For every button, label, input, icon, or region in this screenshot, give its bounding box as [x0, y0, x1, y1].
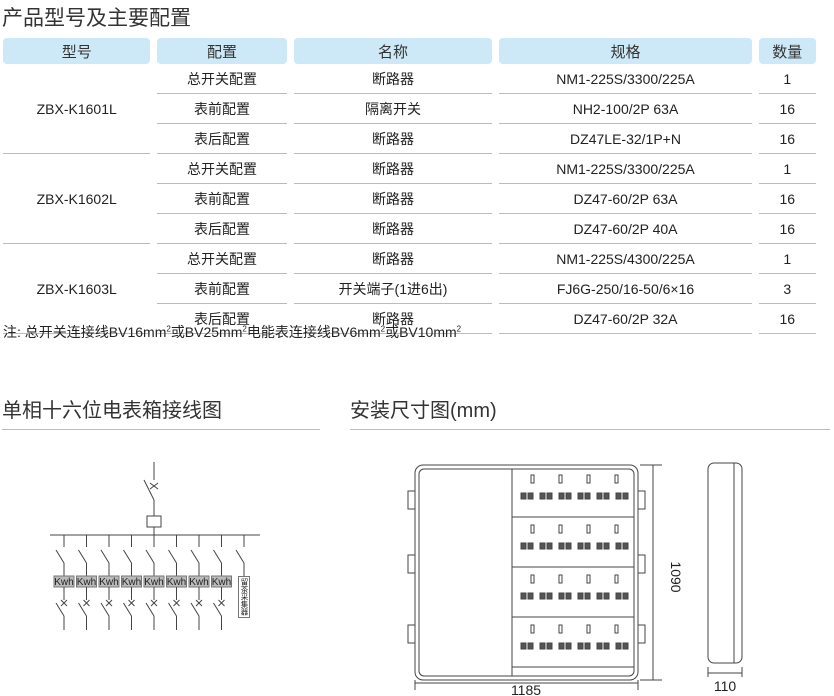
column-header: 配置: [157, 38, 287, 64]
table-cell: 1: [758, 244, 816, 274]
column-header: 型号: [3, 38, 151, 64]
table-cell: 表后配置: [157, 304, 287, 334]
table-cell: 断路器: [293, 184, 493, 214]
table-cell: 断路器: [293, 64, 493, 94]
width-dimension: 1185: [511, 682, 541, 696]
table-cell: 表前配置: [157, 94, 287, 124]
table-cell: 断路器: [293, 244, 493, 274]
meter-label: Kwh: [54, 577, 73, 588]
table-cell: 开关端子(1进6出): [293, 274, 493, 304]
meter-label: Kwh: [167, 577, 186, 588]
header-row: 型号配置名称规格数量: [3, 38, 816, 64]
table-cell: 表后配置: [157, 124, 287, 154]
kwh-meter: Kwh: [143, 575, 165, 588]
table-cell: 总开关配置: [157, 64, 287, 94]
table-cell: 3: [758, 274, 816, 304]
table-cell: 16: [758, 94, 816, 124]
table-cell: DZ47LE-32/1P+N: [499, 124, 752, 154]
wiring-note: 注: 总开关连接线BV16mm2或BV25mm2电能表连接线BV6mm2或BV1…: [3, 322, 461, 342]
table-cell: 总开关配置: [157, 244, 287, 274]
table-cell: 16: [758, 184, 816, 214]
column-header: 数量: [758, 38, 816, 64]
table-cell: 隔离开关: [293, 94, 493, 124]
column-header: 名称: [293, 38, 493, 64]
table-cell: FJ6G-250/16-50/6×16: [499, 274, 752, 304]
kwh-meter: Kwh: [76, 575, 97, 588]
table-cell: 断路器: [293, 124, 493, 154]
table-cell: 断路器: [293, 154, 493, 184]
kwh-meter: Kwh: [188, 575, 210, 588]
table-cell: NH2-100/2P 63A: [499, 94, 752, 124]
table-cell: 总开关配置: [157, 154, 287, 184]
table-cell: DZ47-60/2P 40A: [499, 214, 752, 244]
kwh-meter: Kwh: [121, 575, 142, 588]
kwh-meter: Kwh: [166, 575, 187, 588]
table-cell: NM1-225S/3300/225A: [499, 64, 752, 94]
note-text: 电能表连接线BV6mm: [246, 324, 381, 340]
table-cell: NM1-225S/4300/225A: [499, 244, 752, 274]
table-cell: 断路器: [293, 304, 493, 334]
page-title: 产品型号及主要配置: [2, 7, 191, 30]
model-cell: ZBX-K1601L: [3, 64, 151, 154]
meter-label: Kwh: [189, 577, 208, 588]
note-text: 注: 总开关连接线BV16mm: [3, 324, 167, 340]
kwh-meter: Kwh: [211, 575, 232, 588]
table-cell: 表前配置: [157, 184, 287, 214]
table-cell: 断路器: [293, 214, 493, 244]
meter-label: Kwh: [122, 577, 141, 588]
meter-label: Kwh: [212, 577, 231, 588]
table-cell: NM1-225S/3300/225A: [499, 154, 752, 184]
dimension-drawing-title: 安装尺寸图(mm): [350, 394, 830, 430]
wiring-diagram-title: 单相十六位电表箱接线图: [2, 394, 320, 430]
collector-label: 留茶采集器: [238, 576, 250, 618]
note-text: 或BV25mm: [170, 324, 243, 340]
kwh-meter: Kwh: [98, 575, 120, 588]
table-cell: 16: [758, 304, 816, 334]
height-dimension: 1090: [668, 561, 684, 592]
table-cell: 表后配置: [157, 214, 287, 244]
note-text: 或BV10mm: [385, 324, 457, 340]
meter-label: Kwh: [144, 577, 163, 588]
table-cell: 16: [758, 124, 816, 154]
superscript: 2: [380, 324, 386, 334]
meter-label: Kwh: [77, 577, 96, 588]
dimension-drawing: 1090 1185 110: [407, 462, 743, 696]
superscript: 2: [456, 324, 462, 334]
table-cell: 16: [758, 214, 816, 244]
superscript: 2: [166, 324, 171, 334]
table-cell: 1: [758, 64, 816, 94]
table-cell: DZ47-60/2P 32A: [499, 304, 752, 334]
kwh-meter: Kwh: [53, 575, 75, 588]
model-cell: ZBX-K1603L: [3, 244, 151, 334]
meter-label: Kwh: [99, 577, 118, 588]
table-cell: DZ47-60/2P 63A: [499, 184, 752, 214]
model-cell: ZBX-K1602L: [3, 154, 151, 244]
depth-dimension: 110: [714, 678, 737, 694]
superscript: 2: [242, 324, 247, 334]
table-cell: 表前配置: [157, 274, 287, 304]
table-cell: 1: [758, 154, 816, 184]
column-header: 规格: [499, 38, 752, 64]
